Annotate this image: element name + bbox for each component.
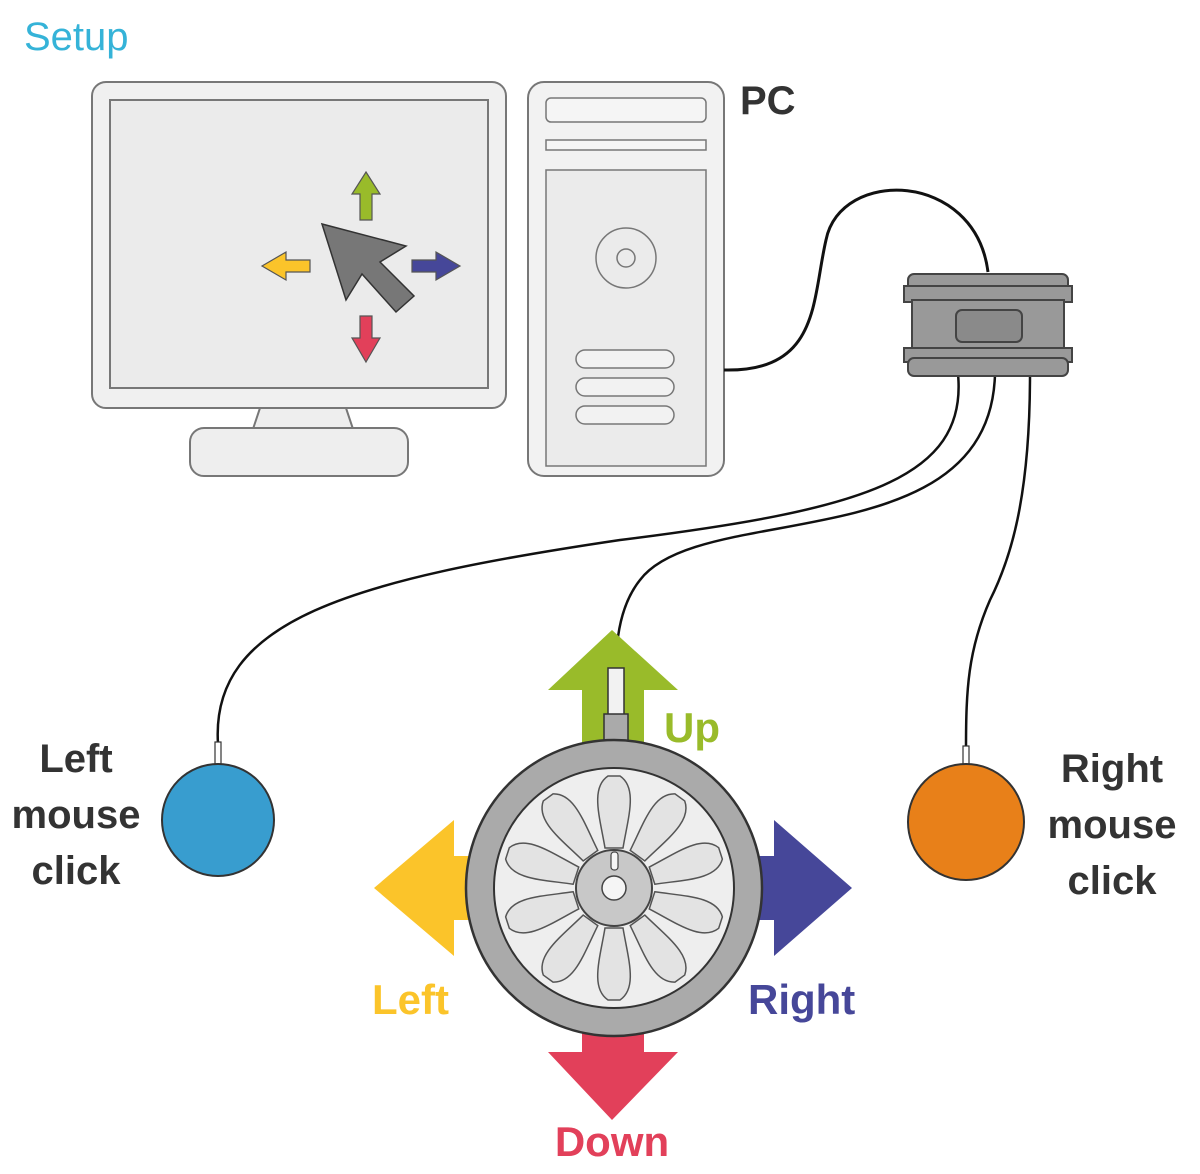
left-click-switch	[161, 741, 275, 877]
svg-text:mouse: mouse	[12, 793, 141, 837]
screen-down-arrow-icon	[350, 315, 382, 364]
screen-up-arrow-icon	[350, 170, 382, 221]
joystick-petal	[629, 914, 687, 983]
svg-text:Left: Left	[39, 737, 112, 781]
switch-interface-box-icon	[903, 273, 1073, 377]
joystick-icon	[464, 738, 764, 1038]
up-label: Up	[664, 704, 720, 751]
left-click-label: Left mouse click	[12, 737, 141, 893]
joystick-petal	[504, 890, 580, 934]
joystick-petal	[596, 927, 632, 1001]
joystick-petal	[541, 914, 599, 983]
joystick-petal	[541, 793, 599, 862]
mouse-cursor-icon	[320, 222, 416, 314]
svg-text:click: click	[1068, 859, 1158, 903]
cables	[216, 188, 1032, 749]
monitor-icon	[91, 81, 507, 477]
screen-right-arrow-icon	[411, 250, 462, 282]
right-click-label: Right mouse click	[1048, 747, 1177, 903]
down-label: Down	[555, 1118, 669, 1165]
right-label: Right	[748, 976, 855, 1023]
right-arrow-icon	[730, 820, 852, 956]
joystick-petal	[648, 842, 724, 886]
pc-tower-icon	[527, 81, 725, 477]
left-label: Left	[372, 976, 449, 1023]
joystick-petal	[629, 793, 687, 862]
joystick-petal	[596, 775, 632, 849]
svg-text:mouse: mouse	[1048, 803, 1177, 847]
svg-text:Right: Right	[1061, 747, 1163, 791]
joystick-petal	[504, 842, 580, 886]
screen-left-arrow-icon	[260, 250, 311, 282]
right-click-switch	[907, 745, 1025, 881]
down-arrow-icon	[548, 1010, 678, 1120]
svg-text:click: click	[32, 849, 122, 893]
joystick-petal	[648, 890, 724, 934]
pc-label: PC	[740, 79, 796, 123]
diagram-title: Setup	[24, 15, 129, 59]
left-arrow-icon	[374, 820, 500, 956]
